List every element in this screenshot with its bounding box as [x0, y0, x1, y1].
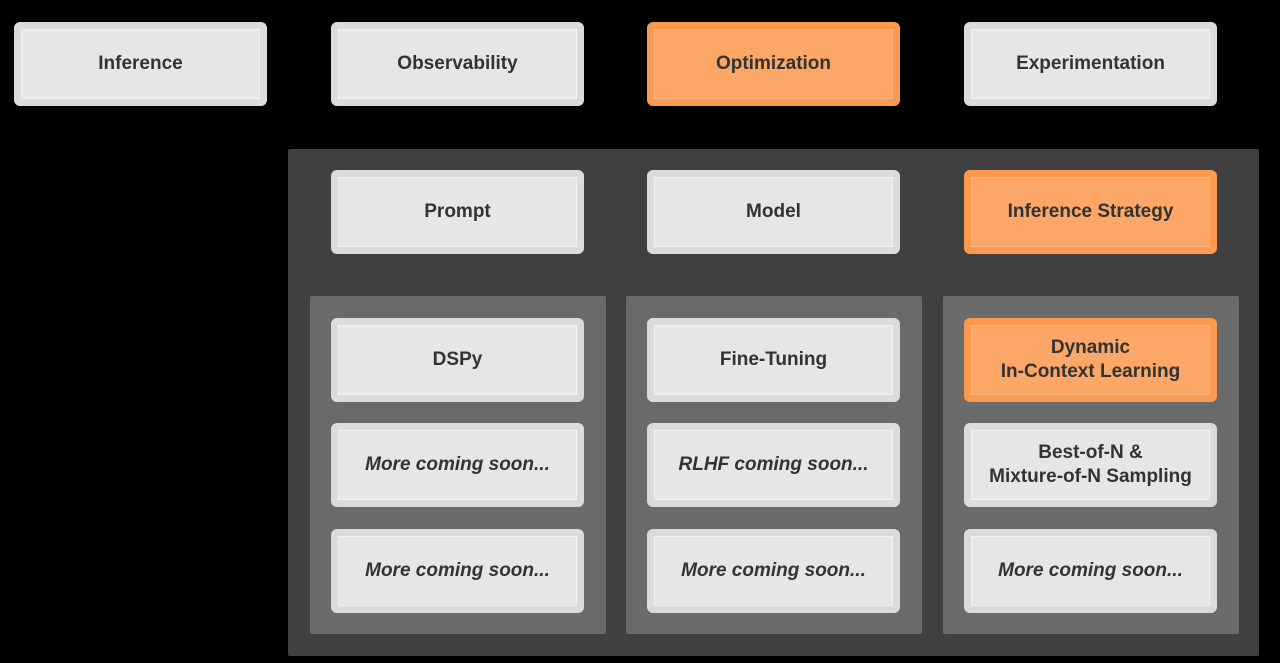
- item-card-model-coming-soon: More coming soon...: [647, 529, 900, 613]
- item-card-best-of-n-sampling: Best-of-N & Mixture-of-N Sampling: [964, 423, 1217, 507]
- top-card-experimentation: Experimentation: [964, 22, 1217, 106]
- item-card-prompt-coming-soon-2: More coming soon...: [331, 529, 584, 613]
- top-card-inference: Inference: [14, 22, 267, 106]
- category-card-model: Model: [647, 170, 900, 254]
- item-card-strategy-coming-soon: More coming soon...: [964, 529, 1217, 613]
- item-card-prompt-coming-soon-1: More coming soon...: [331, 423, 584, 507]
- category-card-prompt: Prompt: [331, 170, 584, 254]
- item-card-dynamic-icl: Dynamic In-Context Learning: [964, 318, 1217, 402]
- item-card-fine-tuning: Fine-Tuning: [647, 318, 900, 402]
- category-card-inference-strategy: Inference Strategy: [964, 170, 1217, 254]
- item-card-dspy: DSPy: [331, 318, 584, 402]
- top-card-observability: Observability: [331, 22, 584, 106]
- top-card-optimization: Optimization: [647, 22, 900, 106]
- item-card-rlhf-coming-soon: RLHF coming soon...: [647, 423, 900, 507]
